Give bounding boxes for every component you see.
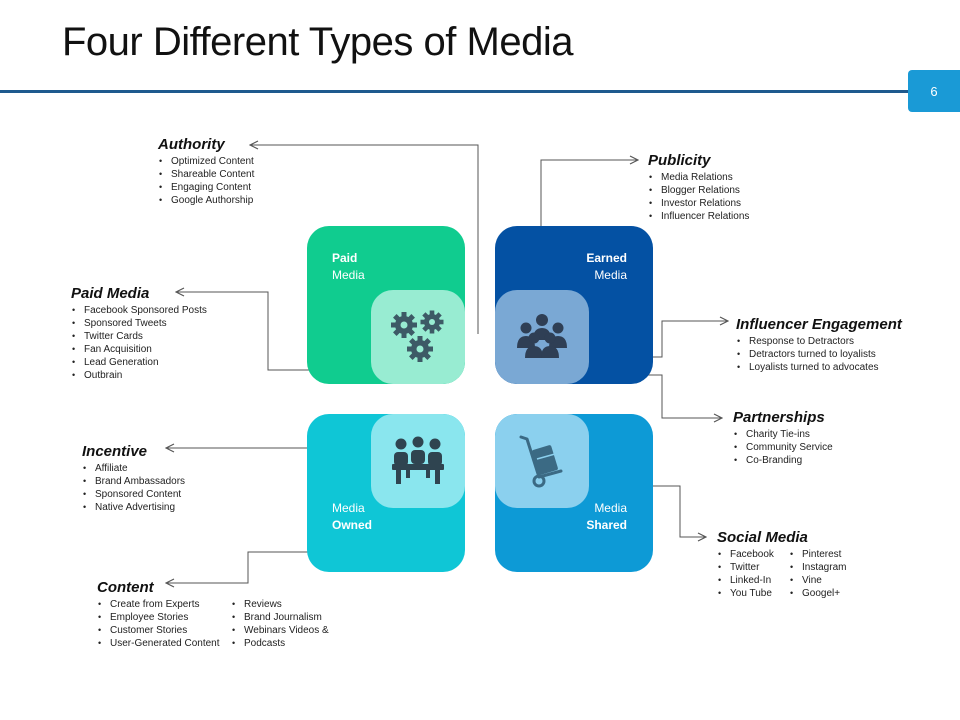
list-item: Linked-In xyxy=(717,574,789,587)
title-divider xyxy=(0,90,910,93)
list-item: Detractors turned to loyalists xyxy=(736,348,902,361)
social-media-callout: Social Media Facebook Twitter Linked-In … xyxy=(717,529,846,600)
paid-media-list: Facebook Sponsored Posts Sponsored Tweet… xyxy=(71,304,207,382)
list-item: Google Authorship xyxy=(158,194,254,207)
connector-authority xyxy=(250,145,479,334)
list-item: Twitter Cards xyxy=(71,330,207,343)
partnerships-callout: Partnerships Charity Tie-ins Community S… xyxy=(733,409,833,467)
list-item: Shareable Content xyxy=(158,168,254,181)
shared-media-tile: Media Shared xyxy=(495,414,653,572)
publicity-list: Media Relations Blogger Relations Invest… xyxy=(648,171,749,223)
list-item: Influencer Relations xyxy=(648,210,749,223)
list-item: Facebook Sponsored Posts xyxy=(71,304,207,317)
influencer-engagement-heading: Influencer Engagement xyxy=(736,316,902,333)
owned-media-label-line2: Owned xyxy=(332,518,373,532)
shared-media-label-line2: Shared xyxy=(586,518,627,532)
content-list-col1: Create from Experts Employee Stories Cus… xyxy=(97,598,231,650)
content-list-col2: Reviews Brand Journalism Webinars Videos… xyxy=(231,598,329,650)
earned-media-label-line2: Media xyxy=(594,268,627,282)
gears-icon xyxy=(391,310,444,362)
list-item: Googel+ xyxy=(789,587,846,600)
content-columns: Create from Experts Employee Stories Cus… xyxy=(97,598,329,650)
list-item: Employee Stories xyxy=(97,611,231,624)
list-item: Charity Tie-ins xyxy=(733,428,833,441)
shared-media-label: Media Shared xyxy=(586,500,627,534)
publicity-callout: Publicity Media Relations Blogger Relati… xyxy=(648,152,749,223)
list-item: Native Advertising xyxy=(82,501,185,514)
list-item: Lead Generation xyxy=(71,356,207,369)
earned-media-label-line1: Earned xyxy=(586,251,627,265)
list-item: User-Generated Content xyxy=(97,637,231,650)
owned-media-tile: Media Owned xyxy=(307,414,465,572)
partnerships-heading: Partnerships xyxy=(733,409,825,426)
list-item: Fan Acquisition xyxy=(71,343,207,356)
paid-media-heading: Paid Media xyxy=(71,285,150,302)
paid-media-label-line2: Media xyxy=(332,268,365,282)
owned-media-label-line1: Media xyxy=(332,501,365,515)
authority-list: Optimized Content Shareable Content Enga… xyxy=(158,155,254,207)
social-media-list-col1: Facebook Twitter Linked-In You Tube xyxy=(717,548,789,600)
list-item: Sponsored Content xyxy=(82,488,185,501)
incentive-list: Affiliate Brand Ambassadors Sponsored Co… xyxy=(82,462,185,514)
list-item: Affiliate xyxy=(82,462,185,475)
list-item: Co-Branding xyxy=(733,454,833,467)
list-item: Response to Detractors xyxy=(736,335,902,348)
list-item: Community Service xyxy=(733,441,833,454)
list-item: Loyalists turned to advocates xyxy=(736,361,902,374)
list-item: Webinars Videos & xyxy=(231,624,329,637)
list-item: Reviews xyxy=(231,598,329,611)
earned-media-icon-panel xyxy=(495,290,589,384)
list-item: Sponsored Tweets xyxy=(71,317,207,330)
social-media-list-col2: Pinterest Instagram Vine Googel+ xyxy=(789,548,846,600)
list-item: You Tube xyxy=(717,587,789,600)
list-item: Podcasts xyxy=(231,637,329,650)
page-title: Four Different Types of Media xyxy=(62,20,573,64)
list-item: Pinterest xyxy=(789,548,846,561)
owned-media-label: Media Owned xyxy=(332,500,372,534)
list-item: Brand Ambassadors xyxy=(82,475,185,488)
list-item: Engaging Content xyxy=(158,181,254,194)
shared-media-label-line1: Media xyxy=(594,501,627,515)
influencer-engagement-callout: Influencer Engagement Response to Detrac… xyxy=(736,316,902,374)
paid-media-callout: Paid Media Facebook Sponsored Posts Spon… xyxy=(71,285,207,382)
list-item: Blogger Relations xyxy=(648,184,749,197)
influencer-engagement-list: Response to Detractors Detractors turned… xyxy=(736,335,902,374)
connector-publicity xyxy=(540,160,638,236)
earned-media-label: Earned Media xyxy=(586,250,627,284)
list-item: Instagram xyxy=(789,561,846,574)
list-item: Create from Experts xyxy=(97,598,231,611)
paid-media-icon-panel xyxy=(371,290,465,384)
social-media-columns: Facebook Twitter Linked-In You Tube Pint… xyxy=(717,548,846,600)
authority-heading: Authority xyxy=(158,136,225,153)
list-item: Outbrain xyxy=(71,369,207,382)
hand-truck-icon xyxy=(519,435,563,488)
content-heading: Content xyxy=(97,579,154,596)
list-item: Investor Relations xyxy=(648,197,749,210)
publicity-heading: Publicity xyxy=(648,152,711,169)
content-callout: Content Create from Experts Employee Sto… xyxy=(97,579,329,650)
list-item: Customer Stories xyxy=(97,624,231,637)
meeting-table-icon xyxy=(392,436,444,484)
list-item: Facebook xyxy=(717,548,789,561)
page-number-badge: 6 xyxy=(908,70,960,112)
paid-media-label: Paid Media xyxy=(332,250,365,284)
list-item: Vine xyxy=(789,574,846,587)
social-media-heading: Social Media xyxy=(717,529,808,546)
paid-media-label-line1: Paid xyxy=(332,251,358,265)
owned-media-icon-panel xyxy=(371,414,465,508)
shared-media-icon-panel xyxy=(495,414,589,508)
list-item: Brand Journalism xyxy=(231,611,329,624)
group-people-icon xyxy=(517,314,567,358)
list-item: Optimized Content xyxy=(158,155,254,168)
incentive-callout: Incentive Affiliate Brand Ambassadors Sp… xyxy=(82,443,185,514)
earned-media-tile: Earned Media xyxy=(495,226,653,384)
list-item: Media Relations xyxy=(648,171,749,184)
connector-social xyxy=(628,485,706,537)
paid-media-tile: Paid Media xyxy=(307,226,465,384)
authority-callout: Authority Optimized Content Shareable Co… xyxy=(158,136,254,207)
partnerships-list: Charity Tie-ins Community Service Co-Bra… xyxy=(733,428,833,467)
list-item: Twitter xyxy=(717,561,789,574)
incentive-heading: Incentive xyxy=(82,443,148,460)
